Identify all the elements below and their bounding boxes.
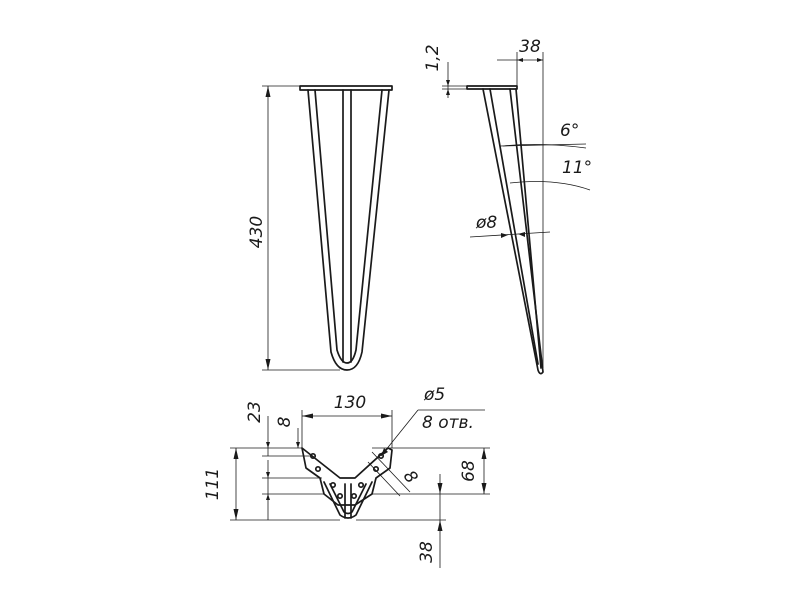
angle-large-label: 11°	[562, 158, 592, 178]
mounting-hole	[309, 452, 317, 460]
plate-depth-label: 111	[203, 468, 223, 500]
front-outer-rod	[307, 89, 390, 371]
side-rod-front	[482, 88, 544, 375]
edge-offset-label: 23	[245, 401, 265, 423]
plate-thickness-label: 1,2	[423, 44, 443, 71]
front-top-plate	[299, 85, 393, 91]
rod-diameter-label: ø8	[475, 213, 497, 233]
mounting-hole	[372, 465, 380, 473]
mounting-hole	[329, 481, 337, 489]
mounting-plate-outline	[301, 447, 393, 506]
angle-small-label: 6°	[560, 121, 579, 141]
front-inner-rod	[314, 89, 383, 364]
hole-diameter-label: ø5	[423, 385, 445, 405]
bottom-offset-label: 38	[417, 541, 437, 563]
plate-rod-loop	[323, 481, 373, 519]
mounting-hole	[314, 465, 322, 473]
hole-inset-label: 8	[275, 416, 295, 427]
mounting-hole	[336, 492, 344, 500]
offset-label: 38	[519, 37, 541, 57]
side-view: 1,2 38 6° 11° ø8	[423, 37, 592, 375]
side-rod-back	[489, 88, 539, 365]
mounting-hole	[377, 452, 385, 460]
plate-view: 130 ø5 8 отв. 8 111 23 8	[203, 385, 490, 568]
height-label: 430	[247, 216, 267, 248]
mounting-hole	[357, 481, 365, 489]
mounting-hole	[350, 492, 358, 500]
hole-count-label: 8 отв.	[422, 413, 474, 433]
plate-width-label: 130	[334, 393, 366, 413]
front-view: 430	[247, 85, 393, 371]
mid-depth-label: 68	[459, 460, 479, 482]
side-top-plate	[466, 85, 518, 90]
